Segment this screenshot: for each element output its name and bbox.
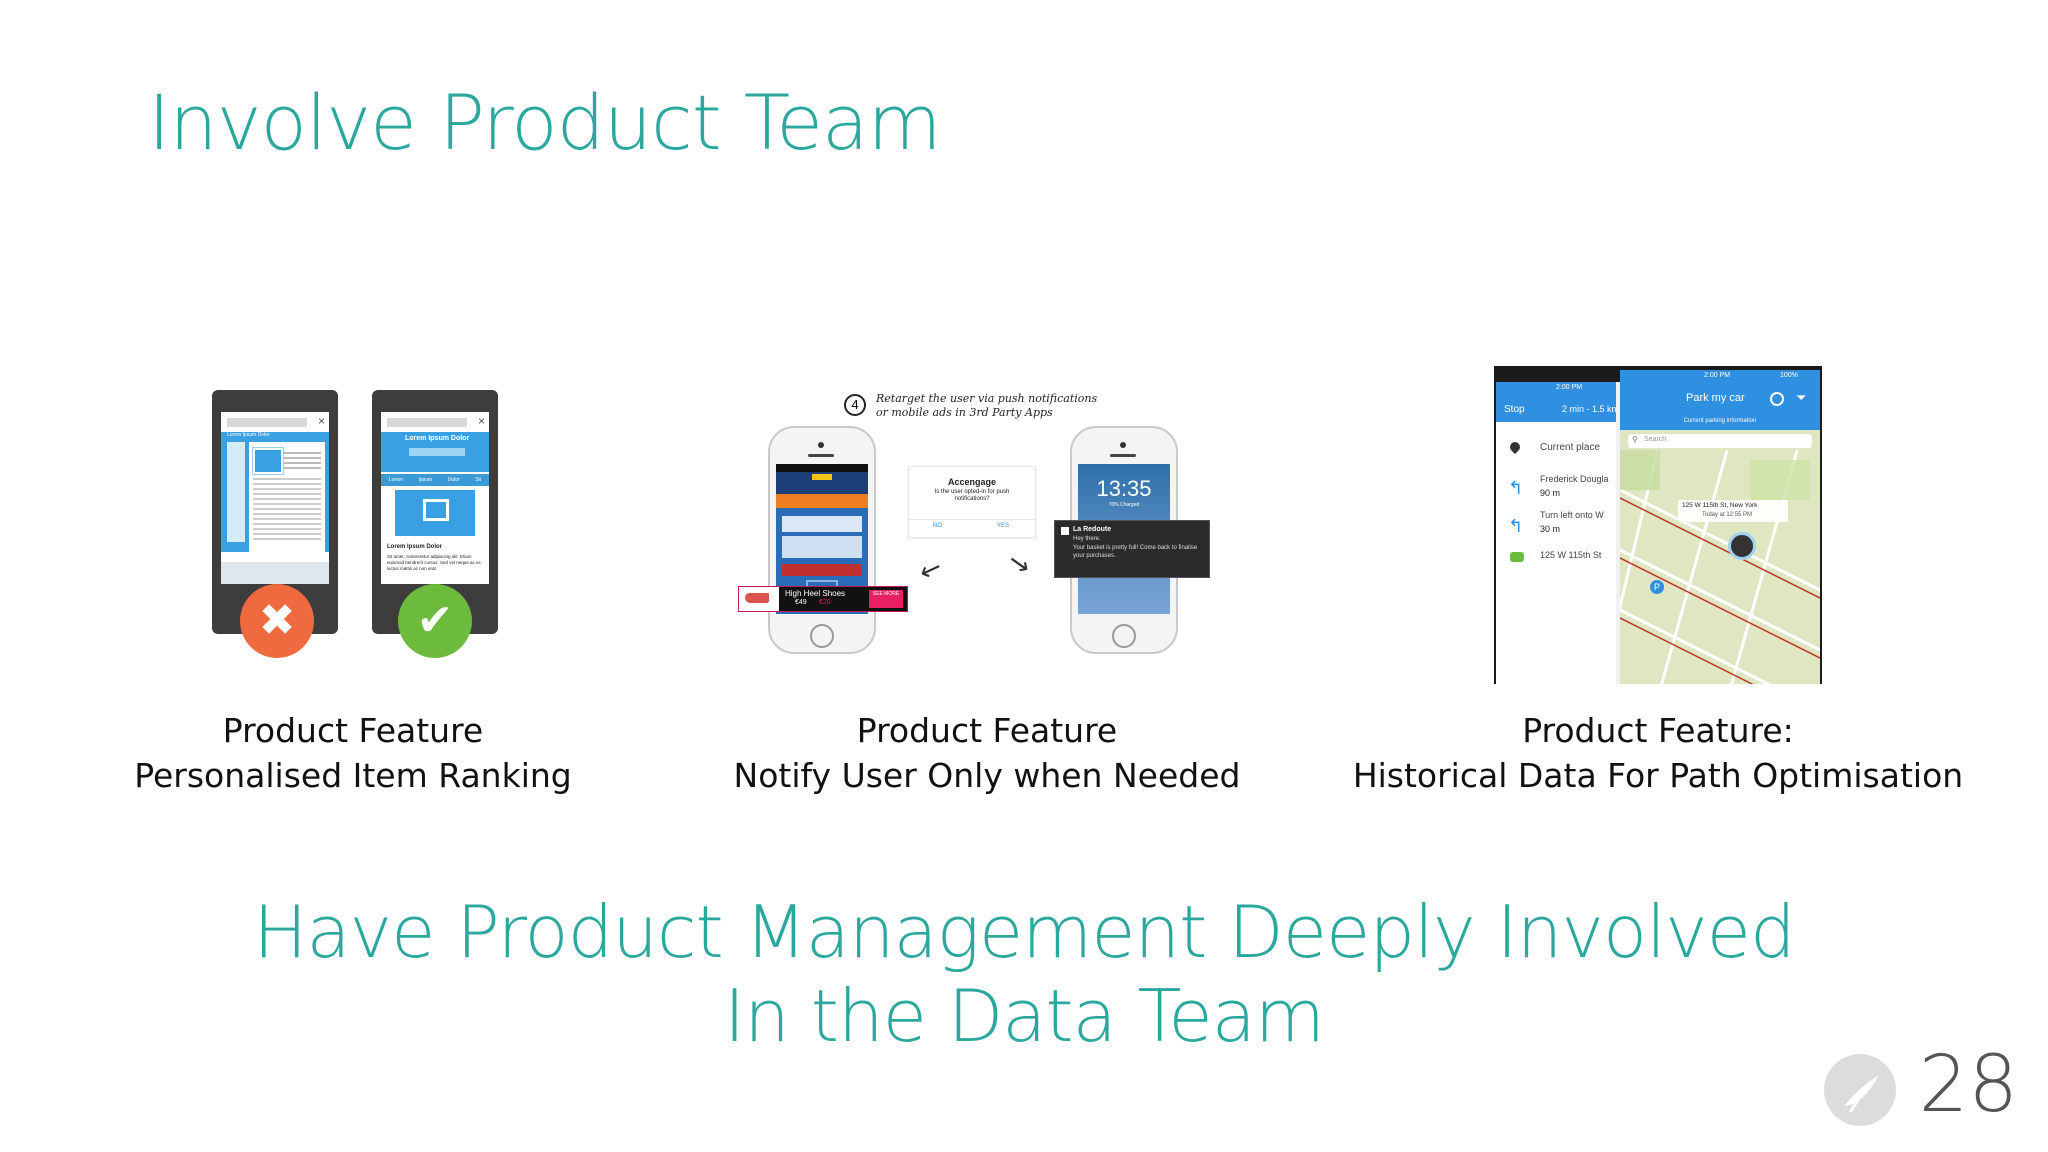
feature-1-line-2: Personalised Item Ranking [134,756,572,795]
clock-icon [1770,392,1784,406]
notif-text-2: Your basket is pretty full! Come back to… [1073,545,1198,559]
dialog-text: Is the user opted-in for push notificati… [934,489,1010,502]
ranking-illustration: × Lorem Ipsum Dolor ✖ × Lorem Ipsum Dolo… [212,390,502,660]
filter-icon: ⏷ [1796,390,1807,405]
arrow-left-icon: ↙ [915,551,947,587]
search-placeholder: Search [1644,436,1667,443]
phone-bad: × Lorem Ipsum Dolor [212,390,338,634]
feature-2-line-1: Product Feature [856,711,1118,750]
current-parking-info: Current parking information [1683,418,1757,424]
stop-button[interactable]: Stop [1504,404,1525,415]
ad-old-price: €20 [819,599,831,606]
slide-title: Involve Product Team [148,78,942,167]
dialog-title: Accengage [947,477,997,487]
map-roads [1620,450,1820,684]
step-3-label: Turn left onto W [1540,510,1604,520]
tab-1: Lorem [388,477,403,483]
turn-left-icon-2: ↰ [1508,516,1524,536]
pin-time: Today at 12:55 PM [1702,512,1753,518]
search-field[interactable]: ⚲ Search [1628,434,1812,448]
nav-status-time: 2:00 PM [1556,384,1583,391]
page-number: 28 [1918,1040,2018,1130]
ad-price: €49 [795,599,807,606]
car-icon [1510,552,1524,562]
ranking-body-title: Lorem Ipsum Dolor [387,544,443,550]
tagline-line-1: Have Product Management Deeply Involved [253,890,1795,974]
ranking-body-text: Sit amet, consectetur adipiscing elit. E… [387,554,481,571]
lock-sub: 70% Charged [1108,502,1140,508]
feature-caption-2: Product Feature Notify User Only when Ne… [667,708,1307,798]
feature-caption-3: Product Feature: Historical Data For Pat… [1338,708,1978,798]
company-logo-icon [1824,1054,1896,1126]
app-icon [1061,527,1069,535]
map-status-time: 2:00 PM [1704,372,1731,379]
phone-bad-screen: × Lorem Ipsum Dolor [221,412,329,584]
parking-marker-icon [1728,532,1756,560]
notif-title: La Redoute [1073,526,1112,533]
shoe-ad-banner: High Heel Shoes €49 €20 SEE MORE [738,586,908,612]
feature-3-line-1: Product Feature: [1522,711,1794,750]
map-battery: 100% [1780,372,1798,379]
step-2-label: Frederick Dougla [1540,474,1609,484]
step-2-dist: 90 m [1540,488,1561,498]
shoe-icon [739,587,779,611]
feature-caption-1: Product Feature Personalised Item Rankin… [33,708,673,798]
no-button[interactable]: NO [933,523,942,529]
iphone-app-screen [776,464,868,614]
parking-p-icon: P [1650,580,1664,594]
tagline-line-2: In the Data Team [724,974,1325,1058]
step-3-dist: 30 m [1540,524,1561,534]
slide-tagline: Have Product Management Deeply Involved … [0,890,2048,1058]
notify-instruction-2: or mobile ads in 3rd Party Apps [876,406,1053,419]
iphone-app [768,426,876,654]
phone-bad-title: Lorem Ipsum Dolor [227,432,270,438]
notif-text-1: Hey there. [1073,536,1101,542]
turn-left-icon: ↰ [1508,478,1524,498]
ranking-tabs: Lorem Ipsum Dolor Sit [381,474,489,486]
ad-title: High Heel Shoes [785,589,846,598]
map-screen: 2:00 PM 100% Park my car ⏷ Current parki… [1620,370,1820,684]
nav-screen: 2:00 PM Stop 2 min - 1.5 km Current plac… [1496,382,1626,684]
parking-illustration: 2:00 PM Stop 2 min - 1.5 km Current plac… [1494,366,1822,684]
feature-2-line-2: Notify User Only when Needed [733,756,1241,795]
image-placeholder-icon [395,490,475,544]
app-title: Park my car [1686,392,1745,404]
notify-instruction-1: Retarget the user via push notifications [876,392,1098,405]
pin-tooltip: 125 W 115th St, New York Today at 12:55 … [1678,500,1788,522]
feature-1-line-1: Product Feature [222,711,484,750]
optin-dialog: Accengage Is the user opted-in for push … [908,466,1036,538]
tab-3: Dolor [447,477,460,483]
pin-address: 125 W 115th St, New York [1682,502,1758,509]
step-4-label: 125 W 115th St [1540,550,1602,560]
search-icon: ⚲ [1632,435,1638,444]
step-current-place: Current place [1540,442,1601,453]
close-icon: ✖ [240,584,314,658]
tab-2: Ipsum [418,477,433,483]
location-pin-icon [1507,439,1523,455]
step-4-icon: 4 [844,394,866,416]
yes-button[interactable]: YES [997,523,1010,529]
lock-time: 13:35 [1096,476,1152,501]
arrow-right-icon: ↘ [1005,546,1033,580]
ad-cta: SEE MORE [869,590,903,608]
phone-good-screen: × Lorem Ipsum Dolor Lorem Ipsum Dolor Si… [381,412,489,584]
notify-illustration: 4 Retarget the user via push notificatio… [738,388,1212,660]
eta-text: 2 min - 1.5 km [1562,404,1620,414]
tab-4: Sit [475,477,482,483]
push-notification: La Redoute Hey there. Your basket is pre… [1054,520,1210,578]
phone-good-title: Lorem Ipsum Dolor [405,435,470,442]
check-icon: ✔ [398,584,472,658]
feature-3-line-2: Historical Data For Path Optimisation [1352,756,1964,795]
